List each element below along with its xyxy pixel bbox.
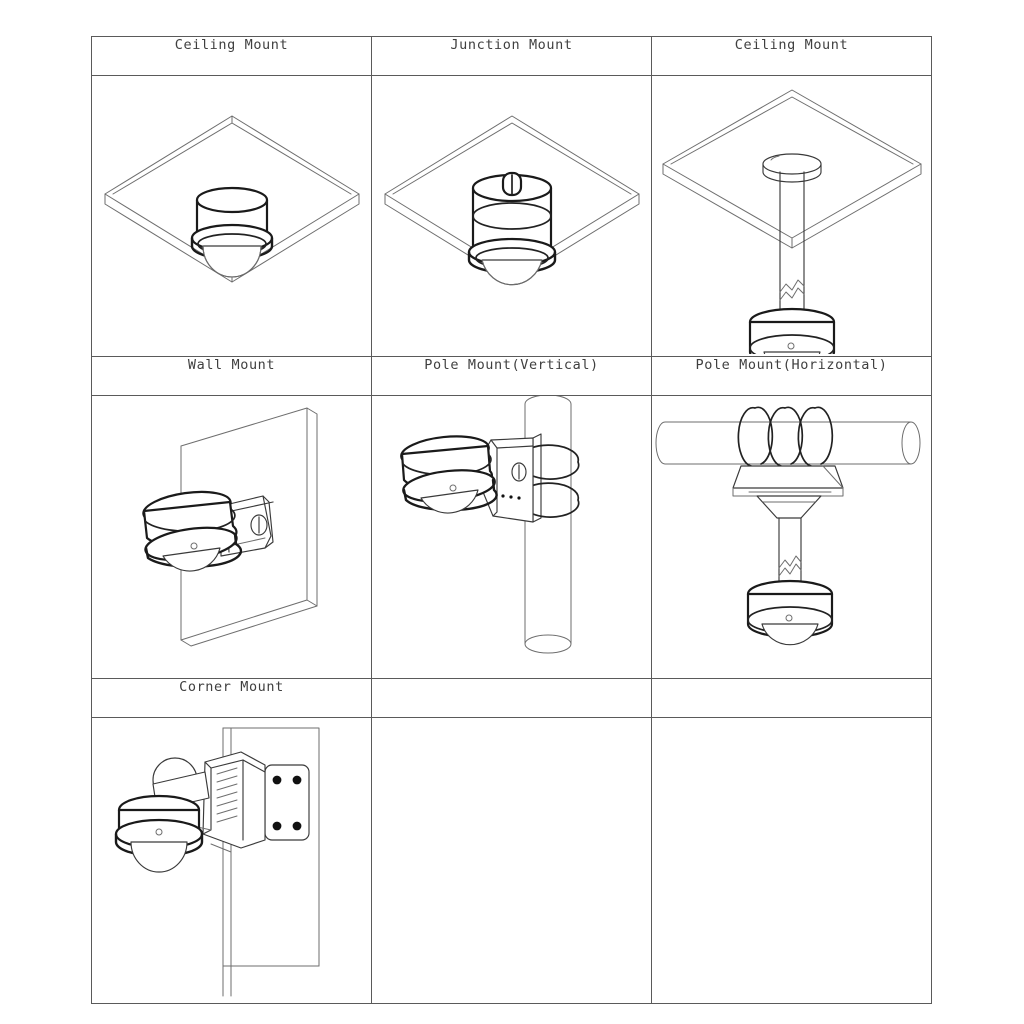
pole-mount-vertical-illustration bbox=[399, 396, 579, 654]
pole-straps bbox=[517, 444, 579, 518]
corner-mount-illustration bbox=[114, 727, 319, 997]
ceiling-pendant-mount-illustration bbox=[662, 89, 921, 354]
cell-figure-ceiling-mount-flush bbox=[91, 75, 372, 357]
cell-header-corner-mount: Corner Mount bbox=[91, 678, 372, 718]
cell-empty-4 bbox=[651, 717, 932, 1004]
dome-camera bbox=[467, 237, 556, 286]
cell-figure-pole-mount-vertical bbox=[371, 395, 652, 679]
cell-figure-pole-mount-horizontal bbox=[651, 395, 932, 679]
cell-header-ceiling-mount-flush: Ceiling Mount bbox=[91, 36, 372, 76]
cell-figure-wall-mount bbox=[91, 395, 372, 679]
mounting-options-table: Ceiling Mount Junction Mount Ceiling Mou… bbox=[91, 36, 932, 1004]
corner-bracket bbox=[192, 751, 266, 853]
pole-straps bbox=[737, 406, 833, 467]
corner-mount-plate bbox=[263, 764, 310, 841]
dome-camera bbox=[748, 307, 835, 354]
cell-figure-ceiling-mount-pendant bbox=[651, 75, 932, 357]
ceiling-mount-flush-illustration bbox=[104, 115, 359, 283]
cell-header-junction-mount: Junction Mount bbox=[371, 36, 652, 76]
table-figure-row-1 bbox=[91, 75, 932, 357]
cell-header-pole-mount-horizontal: Pole Mount(Horizontal) bbox=[651, 356, 932, 396]
table-header-row-3: Corner Mount bbox=[91, 678, 932, 718]
dome-camera bbox=[141, 490, 242, 572]
cable-gland-icon bbox=[501, 171, 522, 197]
pole-bracket bbox=[481, 437, 534, 523]
dome-camera bbox=[746, 579, 833, 646]
pendant-ceiling-plate bbox=[761, 153, 822, 183]
pendant-pole bbox=[778, 171, 805, 323]
ceiling-panel bbox=[662, 89, 921, 249]
cell-figure-corner-mount bbox=[91, 717, 372, 1004]
wall-panel bbox=[180, 407, 317, 647]
junction-box-mount-illustration bbox=[384, 115, 639, 286]
cell-header-ceiling-mount-pendant: Ceiling Mount bbox=[651, 36, 932, 76]
cell-empty-2 bbox=[651, 678, 932, 718]
wall-mount-illustration bbox=[141, 407, 317, 647]
dome-camera bbox=[114, 794, 203, 873]
pole-bracket-plate bbox=[731, 465, 844, 519]
cell-empty-3 bbox=[371, 717, 652, 1004]
cell-empty-1 bbox=[371, 678, 652, 718]
pole-mount-horizontal-illustration bbox=[655, 406, 920, 646]
horizontal-pole bbox=[655, 421, 920, 465]
dome-camera bbox=[190, 186, 273, 278]
cell-header-pole-mount-vertical: Pole Mount(Vertical) bbox=[371, 356, 652, 396]
table-figure-row-3 bbox=[91, 717, 932, 1004]
vertical-pole bbox=[524, 396, 571, 654]
dome-camera bbox=[399, 435, 498, 514]
table-header-row-2: Wall Mount Pole Mount(Vertical) Pole Mou… bbox=[91, 356, 932, 396]
table-header-row-1: Ceiling Mount Junction Mount Ceiling Mou… bbox=[91, 36, 932, 76]
cell-figure-junction-mount bbox=[371, 75, 652, 357]
table-figure-row-2 bbox=[91, 395, 932, 679]
cell-header-wall-mount: Wall Mount bbox=[91, 356, 372, 396]
